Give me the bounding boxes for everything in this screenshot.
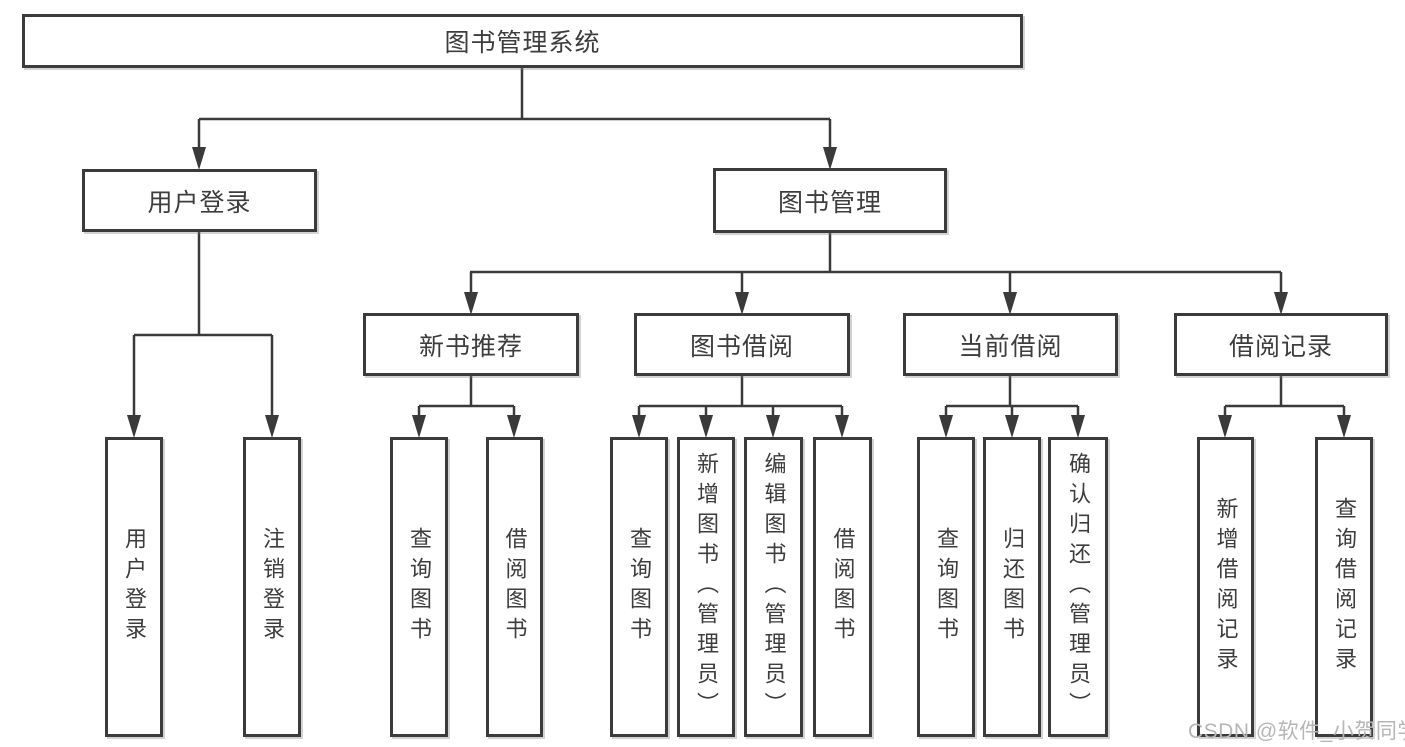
node-book-borrow: 图书借阅: [634, 313, 850, 376]
node-current-borrow: 当前借阅: [903, 313, 1118, 376]
leaf-borrow-edit-books-admin-label: 编辑图书（管理员）: [761, 452, 787, 722]
connector-user-login-children: [132, 232, 274, 418]
leaf-current-confirm-return-admin: 确认归还（管理员）: [1048, 437, 1108, 737]
node-book-borrow-label: 图书借阅: [689, 332, 794, 361]
leaf-current-query-books: 查询图书: [917, 437, 975, 737]
leaf-current-confirm-return-admin-label: 确认归还（管理员）: [1066, 452, 1091, 722]
connector-new-book-children: [417, 376, 516, 418]
node-borrow-records-label: 借阅记录: [1228, 332, 1333, 361]
node-new-book-recommend: 新书推荐: [363, 313, 579, 376]
node-user-login-label: 用户登录: [147, 188, 252, 217]
node-book-management-label: 图书管理: [777, 188, 882, 217]
arrowheads-user-login-leaves: [127, 415, 279, 438]
csdn-watermark: CSDN @软件_小贺同学: [1188, 720, 1405, 743]
leaf-borrow-query-books-label: 查询图书: [627, 527, 652, 647]
leaf-newbook-borrow-books-label: 借阅图书: [502, 527, 528, 647]
node-new-book-recommend-label: 新书推荐: [418, 332, 523, 361]
arrowheads-book-borrow-leaves: [632, 415, 849, 438]
leaf-user-login: 用户登录: [105, 437, 163, 737]
arrowheads-level2: [192, 147, 837, 170]
leaf-newbook-query-books-label: 查询图书: [407, 527, 432, 647]
leaf-logout: 注销登录: [243, 437, 301, 737]
leaf-records-query-record: 查询借阅记录: [1315, 437, 1373, 737]
leaf-borrow-query-books: 查询图书: [610, 437, 668, 737]
leaf-current-query-books-label: 查询图书: [934, 527, 959, 647]
leaf-records-add-record: 新增借阅记录: [1197, 437, 1254, 737]
node-root-label: 图书管理系统: [444, 29, 601, 57]
arrowheads-borrow-records-leaves: [1218, 415, 1351, 438]
connector-borrow-records-children: [1223, 376, 1346, 418]
leaf-borrow-borrow-books-label: 借阅图书: [830, 527, 856, 647]
node-book-management: 图书管理: [713, 168, 947, 233]
leaf-newbook-borrow-books: 借阅图书: [486, 437, 543, 737]
leaf-borrow-edit-books-admin: 编辑图书（管理员）: [744, 437, 803, 737]
node-current-borrow-label: 当前借阅: [958, 332, 1063, 361]
node-root: 图书管理系统: [22, 14, 1023, 68]
leaf-records-query-record-label: 查询借阅记录: [1332, 497, 1357, 677]
leaf-newbook-query-books: 查询图书: [390, 437, 448, 737]
leaf-records-add-record-label: 新增借阅记录: [1213, 497, 1239, 677]
leaf-borrow-add-books-admin-label: 新增图书（管理员）: [694, 452, 719, 722]
connector-book-borrow-children: [637, 376, 844, 418]
leaf-current-return-books: 归还图书: [983, 437, 1041, 737]
arrowheads-level3: [464, 292, 1288, 315]
leaf-borrow-add-books-admin: 新增图书（管理员）: [677, 437, 735, 737]
arrowheads-new-book-leaves: [412, 415, 521, 438]
connector-current-borrow-children: [944, 376, 1080, 418]
arrowheads-current-borrow-leaves: [939, 415, 1085, 438]
node-user-login: 用户登录: [82, 169, 317, 232]
connector-root-to-level2: [197, 68, 832, 150]
node-borrow-records: 借阅记录: [1174, 313, 1388, 376]
leaf-current-return-books-label: 归还图书: [1000, 527, 1025, 647]
leaf-user-login-label: 用户登录: [122, 527, 147, 647]
leaf-logout-label: 注销登录: [260, 527, 285, 647]
connector-book-management-children: [469, 233, 1283, 295]
leaf-borrow-borrow-books: 借阅图书: [813, 437, 872, 737]
